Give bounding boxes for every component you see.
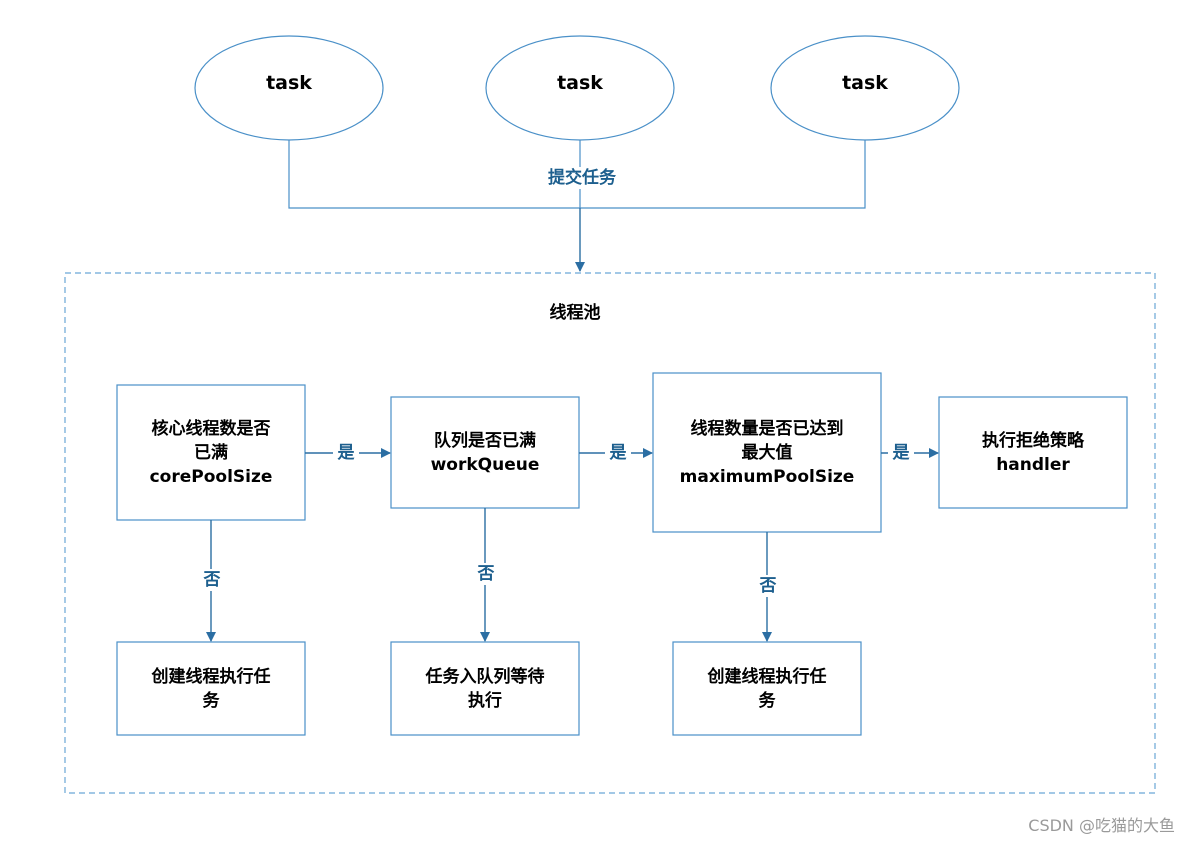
reject-line1: 执行拒绝策略 [982, 430, 1084, 451]
create-thread-1-line2: 务 [202, 690, 220, 711]
create-thread-2-line2: 务 [758, 690, 776, 711]
no-label-3: 否 [755, 575, 781, 597]
enqueue-line1: 任务入队列等待 [425, 666, 545, 687]
create-thread-box-2 [672, 641, 862, 736]
yes-label-3: 是 [888, 442, 914, 464]
enqueue-text: 任务入队列等待 执行 [391, 642, 579, 735]
core-pool-line2: 已满 [194, 442, 228, 463]
csdn-watermark: CSDN @吃猫的大鱼 [1028, 816, 1175, 835]
reject-box [938, 396, 1128, 509]
enqueue-line2: 执行 [468, 690, 502, 711]
no-label-1: 否 [199, 569, 225, 591]
task-label-2: task [557, 72, 603, 94]
reject-text: 执行拒绝策略 handler [939, 397, 1127, 508]
core-pool-text: 核心线程数是否 已满 corePoolSize [117, 385, 305, 520]
reject-line2: handler [996, 454, 1070, 475]
task-label-3: task [842, 72, 888, 94]
max-pool-text: 线程数量是否已达到 最大值 maximumPoolSize [653, 373, 881, 532]
submit-connector [288, 140, 866, 209]
max-pool-line3: maximumPoolSize [679, 466, 855, 487]
thread-pool-title: 线程池 [549, 303, 601, 323]
no-label-2: 否 [473, 563, 499, 585]
yes-label-1: 是 [333, 442, 359, 464]
queue-line1: 队列是否已满 [434, 430, 536, 451]
max-pool-line2: 最大值 [741, 442, 793, 463]
create-thread-text-2: 创建线程执行任 务 [673, 642, 861, 735]
thread-pool-border [64, 272, 1156, 794]
task-label-1: task [266, 72, 312, 94]
core-pool-line3: corePoolSize [149, 466, 273, 487]
enqueue-box [390, 641, 580, 736]
queue-line2: workQueue [430, 454, 540, 475]
core-pool-line1: 核心线程数是否 [151, 418, 271, 439]
yes-label-2: 是 [605, 442, 631, 464]
max-pool-line1: 线程数量是否已达到 [690, 418, 844, 439]
create-thread-box-1 [116, 641, 306, 736]
submit-task-label: 提交任务 [538, 167, 626, 189]
create-thread-1-line1: 创建线程执行任 [151, 666, 271, 687]
queue-text: 队列是否已满 workQueue [391, 397, 579, 508]
create-thread-text-1: 创建线程执行任 务 [117, 642, 305, 735]
create-thread-2-line1: 创建线程执行任 [707, 666, 827, 687]
